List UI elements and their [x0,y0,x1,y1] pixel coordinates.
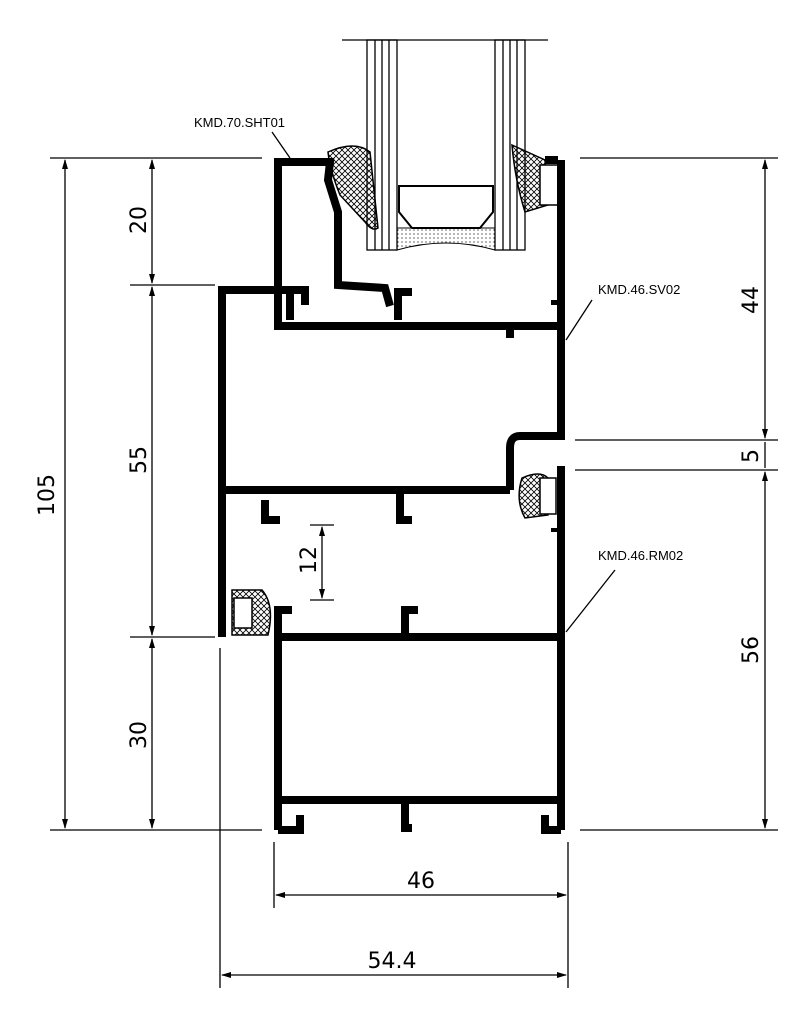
dim-right-gap: 5 [739,449,764,463]
dim-sash-top: 20 [127,206,152,234]
dim-inner-gap: 12 [297,546,322,574]
glazing-unit [366,39,526,251]
dim-right-bottom: 56 [739,636,764,664]
extension-lines [50,39,778,988]
dimension-lines [62,159,768,978]
label-frame: KMD.46.SV02 [598,282,680,297]
spacer-bar [398,185,494,229]
dim-bottom: 30 [127,721,152,749]
dim-inner-width: 46 [407,869,435,894]
leader-lines [271,131,616,633]
frame-profile [218,156,565,830]
dim-right-top: 44 [739,286,764,314]
label-sash: KMD.70.SHT01 [194,115,285,130]
dim-total-height: 105 [35,474,60,516]
mullion-profile [274,606,565,834]
dim-overall-width: 54.4 [368,949,417,974]
dim-middle: 55 [127,446,152,474]
label-mullion: KMD.46.RM02 [598,548,683,563]
